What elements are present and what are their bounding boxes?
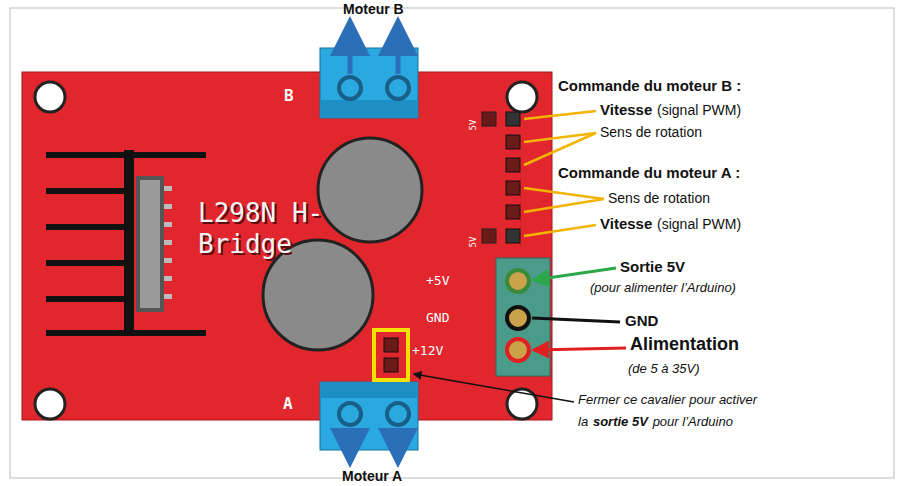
annotation-label: (de 5 à 35V) — [628, 361, 700, 376]
label-row: Vitesse (signal PWM) — [600, 215, 741, 232]
label-row: Vitesse (signal PWM) — [600, 101, 741, 118]
annotation-label: Sortie 5V — [620, 258, 685, 275]
label-row: Fermer ce cavalier pour activer — [578, 392, 757, 407]
label-row: (de 5 à 35V) — [628, 361, 700, 376]
chip-name: L298N H-Bridge — [198, 198, 348, 260]
label-row: Moteur B — [343, 1, 404, 17]
annotation-label: Vitesse — [600, 101, 652, 118]
pin-label: 5V — [468, 237, 478, 248]
pin-label: GND — [426, 310, 449, 325]
label-row: Moteur A — [342, 468, 402, 484]
annotation-label: Moteur B — [343, 1, 404, 17]
terminal-letter: A — [283, 394, 293, 413]
annotation-label: Commande du moteur B : — [558, 77, 741, 94]
label-row: Sortie 5V — [620, 258, 685, 275]
label-row: Sens de rotation — [600, 124, 702, 140]
annotation-label: GND — [625, 312, 658, 329]
annotation-label: sortie 5V — [593, 414, 648, 429]
board-area: L298N H-Bridge B A 5V 5V +5V GND +12V — [22, 72, 552, 420]
motor-arrows — [350, 26, 398, 458]
label-row: (pour alimenter l’Arduino) — [590, 280, 736, 295]
label-row: GND — [625, 312, 658, 329]
annotation-label: (signal PWM) — [657, 216, 741, 232]
annotation-label: Fermer ce cavalier pour activer — [578, 392, 757, 407]
annotation-label: pour l’Arduino — [653, 414, 733, 429]
annotation-label: Moteur A — [342, 468, 402, 484]
board — [22, 72, 552, 420]
label-row: Sens de rotation — [608, 190, 710, 206]
terminal-letter: B — [284, 86, 294, 105]
annotation-label: Sens de rotation — [608, 190, 710, 206]
motor-terminals — [320, 48, 418, 450]
leader-lines — [414, 111, 626, 402]
annotation-label: la — [578, 414, 588, 429]
jumper — [374, 330, 408, 380]
annotation-label: Sens de rotation — [600, 124, 702, 140]
pin-label: +12V — [412, 343, 443, 358]
annotation-label: Commande du moteur A : — [558, 164, 740, 181]
frame — [10, 8, 894, 478]
annotation-label: (signal PWM) — [657, 102, 741, 118]
label-row: la sortie 5V pour l’Arduino — [578, 414, 733, 429]
label-row: Commande du moteur B : — [558, 77, 741, 94]
annotation-label: Vitesse — [600, 215, 652, 232]
label-row: Commande du moteur A : — [558, 164, 740, 181]
pin-label: +5V — [426, 273, 449, 288]
pin-header — [482, 112, 520, 243]
label-row: Alimentation — [630, 334, 739, 355]
pin-label: 5V — [468, 120, 478, 131]
annotation-label: Alimentation — [630, 334, 739, 355]
annotation-label: (pour alimenter l’Arduino) — [590, 280, 736, 295]
heatsink — [46, 150, 206, 336]
